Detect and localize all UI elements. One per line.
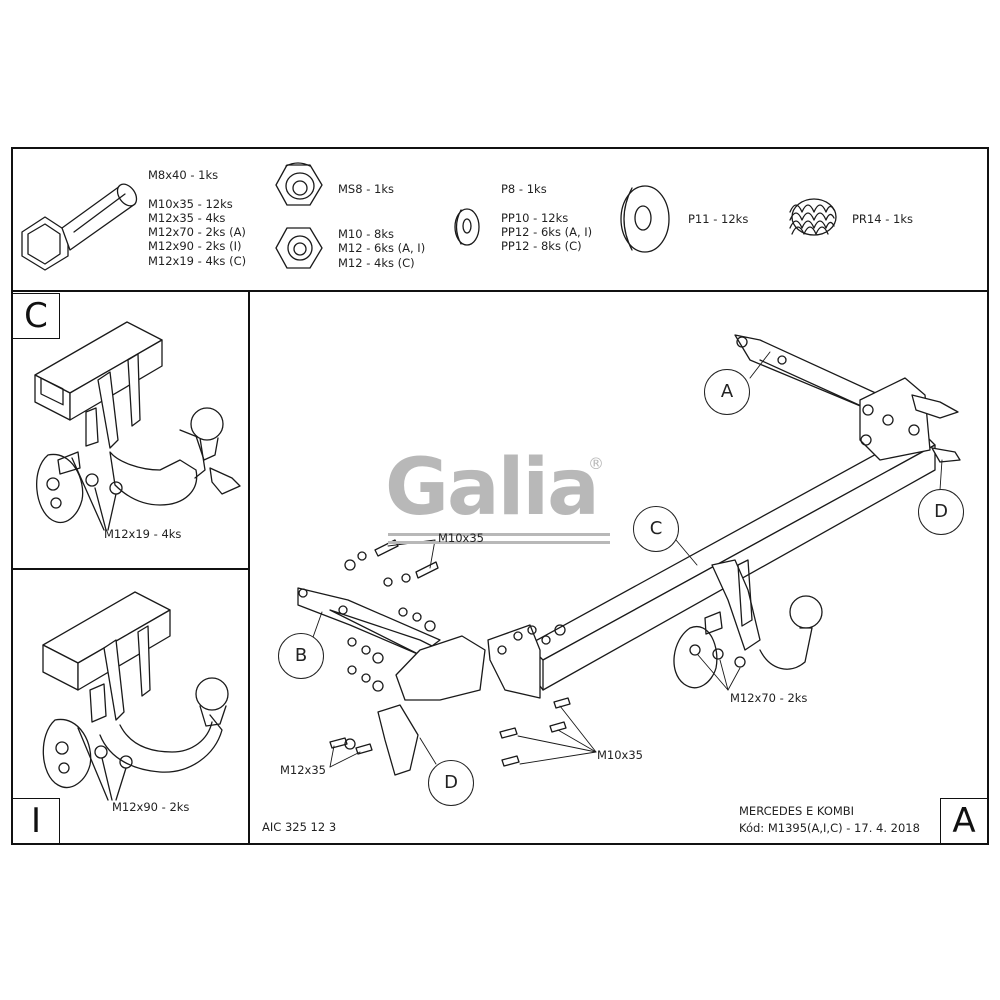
label-m10x35-top: M10x35	[438, 531, 484, 545]
nut-m10-icon	[275, 227, 323, 269]
header-divider	[11, 290, 989, 292]
main-assembly	[297, 334, 961, 776]
panel-i-bolt-label: M12x90 - 2ks	[112, 800, 190, 814]
callout-a: A	[704, 369, 750, 415]
leader-lines	[311, 351, 943, 768]
nut-list: M10 - 8ks M12 - 6ks (A, I) M12 - 4ks (C)	[338, 227, 426, 270]
bolt-list: M8x40 - 1ks M10x35 - 12ks M12x35 - 4ks M…	[148, 168, 247, 268]
washer-p11-label: P11 - 12ks	[688, 212, 749, 226]
callout-d-right: D	[918, 489, 964, 535]
washer-list: P8 - 1ks PP10 - 12ks PP12 - 6ks (A, I) P…	[501, 182, 593, 254]
bolt-icon	[21, 183, 138, 271]
panel-c-corner: C	[12, 293, 60, 339]
washer-pp10-icon	[454, 208, 480, 246]
label-m12x70: M12x70 - 2ks	[730, 691, 808, 705]
fastener-group	[329, 539, 571, 767]
label-m10x35-bottom: M10x35	[597, 748, 643, 762]
kod-line: Kód: M1395(A,I,C) - 17. 4. 2018	[739, 821, 920, 835]
panel-c-hitch	[34, 321, 241, 531]
code-left: AIC 325 12 3	[262, 820, 337, 834]
panel-i-hitch	[42, 591, 229, 801]
left-panel-split	[11, 568, 249, 570]
nut-ms8-label: MS8 - 1ks	[338, 182, 394, 196]
callout-d-left: D	[428, 760, 474, 806]
panel-a-corner: A	[940, 798, 988, 844]
callout-c: C	[633, 506, 679, 552]
vehicle-name: MERCEDES E KOMBI	[739, 804, 855, 818]
spring-pr14-label: PR14 - 1ks	[852, 212, 913, 226]
washer-p11-icon	[620, 185, 670, 253]
panel-i-corner: I	[12, 798, 60, 844]
callout-b: B	[278, 633, 324, 679]
panel-c-bolt-label: M12x19 - 4ks	[104, 527, 182, 541]
nut-ms8-icon	[275, 162, 323, 206]
galia-logo: Galia	[385, 443, 600, 533]
label-m12x35: M12x35	[280, 763, 326, 777]
registered-mark: ®	[588, 454, 604, 473]
left-panel-divider	[248, 291, 250, 845]
spring-pr14-icon	[789, 198, 837, 236]
logo-underline-2	[388, 541, 610, 544]
logo-underline	[388, 533, 610, 536]
drawing-frame	[11, 147, 989, 845]
